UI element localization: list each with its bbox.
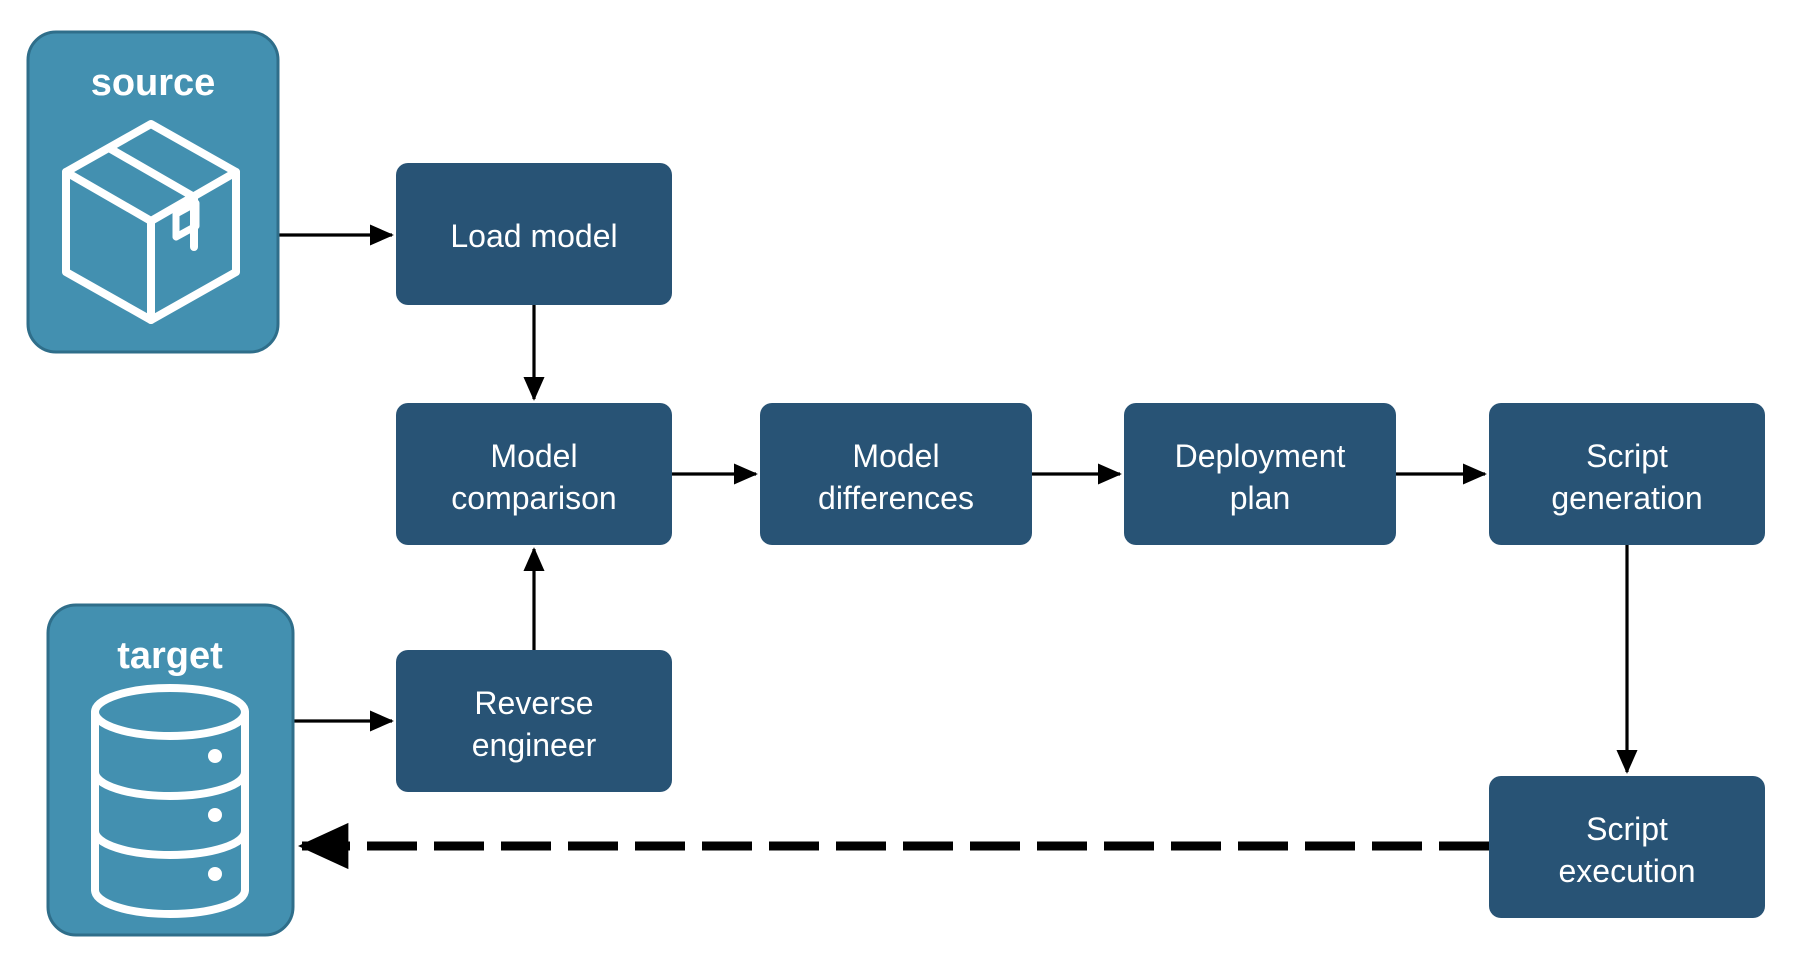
model-comparison-label-line-1: Model <box>490 438 577 474</box>
deployment-plan-label-line-1: Deployment <box>1175 438 1346 474</box>
package-box-clasp-icon <box>172 199 200 241</box>
model-differences-background <box>760 403 1032 545</box>
deployment-plan-background <box>1124 403 1396 545</box>
reverse-engineer-label-line-2: engineer <box>472 727 597 763</box>
model-comparison-label-line-2: comparison <box>451 480 616 516</box>
reverse-engineer-label-line-1: Reverse <box>474 685 593 721</box>
node-script-execution[interactable]: Script execution <box>1489 776 1765 918</box>
model-comparison-background <box>396 403 672 545</box>
script-generation-label-line-2: generation <box>1551 480 1702 516</box>
connector-layer <box>278 224 1638 870</box>
reverse-engineer-background <box>396 650 672 792</box>
package-box-icon <box>62 120 240 324</box>
node-model-differences[interactable]: Model differences <box>760 403 1032 545</box>
database-indicator-dots-icon <box>208 749 222 881</box>
node-deployment-plan[interactable]: Deployment plan <box>1124 403 1396 545</box>
node-script-generation[interactable]: Script generation <box>1489 403 1765 545</box>
source-card-background <box>26 30 280 354</box>
node-load-model[interactable]: Load model <box>396 163 672 305</box>
node-target[interactable]: target <box>46 603 295 937</box>
node-source[interactable]: source <box>26 30 280 354</box>
model-differences-label-line-2: differences <box>818 480 974 516</box>
target-card-background <box>46 603 295 937</box>
script-generation-label-line-1: Script <box>1586 438 1668 474</box>
node-model-comparison[interactable]: Model comparison <box>396 403 672 545</box>
database-cylinder-icon <box>91 684 249 918</box>
script-execution-label-line-2: execution <box>1559 853 1696 889</box>
script-generation-background <box>1489 403 1765 545</box>
load-model-label-line-1: Load model <box>450 218 617 254</box>
script-execution-background <box>1489 776 1765 918</box>
node-reverse-engineer[interactable]: Reverse engineer <box>396 650 672 792</box>
target-label: target <box>117 635 223 677</box>
load-model-background <box>396 163 672 305</box>
source-label: source <box>91 62 216 104</box>
script-execution-label-line-1: Script <box>1586 811 1668 847</box>
model-differences-label-line-1: Model <box>852 438 939 474</box>
deployment-plan-label-line-2: plan <box>1230 480 1291 516</box>
